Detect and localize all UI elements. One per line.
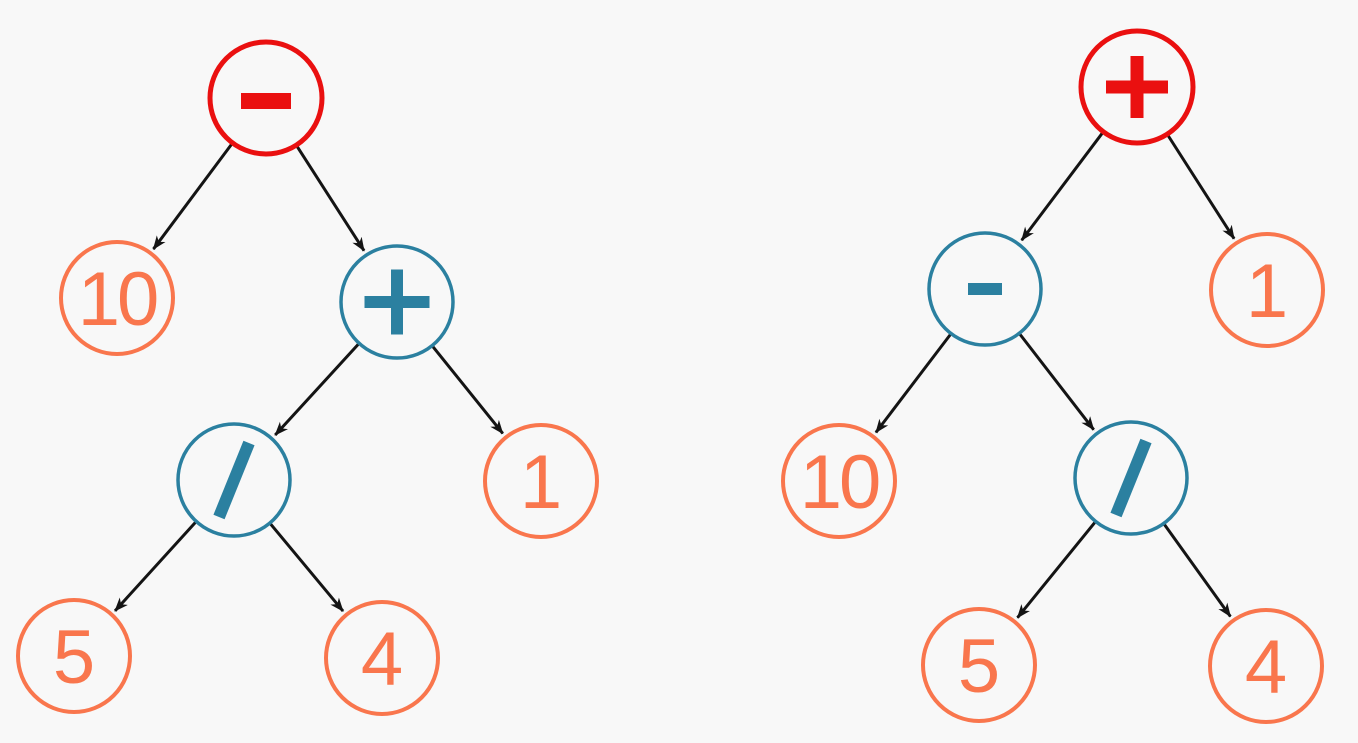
operand-label: 4 (1245, 625, 1287, 710)
plus-symbol-icon (364, 269, 430, 335)
tree-edge-op-minus-op-divide (1018, 333, 1095, 431)
tree-edge-op-divide-leaf-4 (1163, 523, 1232, 618)
tree-edge-op-plus-leaf-1 (431, 345, 504, 435)
tree-node-leaf-10: 10 (59, 240, 175, 356)
tree-edge-op-minus-leaf-10 (874, 333, 952, 434)
tree-edge-root-minus-op-plus (295, 145, 366, 252)
left-expression-tree: 10 1 5 4 (16, 39, 599, 716)
tree-node-leaf-10: 10 (781, 423, 897, 539)
node-circle-leaf-5 (921, 607, 1037, 723)
tree-node-root-plus (1078, 28, 1196, 146)
tree-node-op-plus (339, 244, 455, 360)
tree-edge-op-divide-leaf-5 (113, 521, 197, 612)
plus-symbol-icon (1106, 56, 1168, 118)
tree-node-leaf-1: 1 (483, 423, 599, 539)
operand-label: 10 (78, 257, 157, 342)
tree-node-op-divide (1073, 420, 1189, 536)
node-circle-leaf-4 (1208, 608, 1324, 724)
tree-node-root-minus (207, 39, 325, 157)
node-circle-leaf-1 (483, 423, 599, 539)
node-circle-leaf-10 (781, 423, 897, 539)
tree-node-op-minus (927, 231, 1043, 347)
tree-edge-root-plus-leaf-1 (1166, 134, 1236, 240)
node-circle-leaf-10 (59, 240, 175, 356)
tree-edge-root-plus-op-minus (1020, 131, 1104, 242)
node-circle-leaf-4 (324, 600, 440, 716)
minus-symbol-icon (241, 93, 291, 109)
tree-node-op-divide (176, 422, 292, 538)
tree-edge-op-plus-op-divide (274, 343, 360, 437)
node-circle-leaf-1 (1209, 232, 1325, 348)
tree-node-leaf-5: 5 (921, 607, 1037, 723)
node-circle-leaf-5 (16, 598, 132, 714)
operand-label: 5 (53, 615, 95, 700)
divide-symbol-icon (1110, 438, 1152, 518)
tree-edge-op-divide-leaf-5 (1016, 521, 1097, 619)
divide-symbol-icon (213, 440, 255, 520)
tree-node-leaf-4: 4 (324, 600, 440, 716)
tree-node-leaf-1: 1 (1209, 232, 1325, 348)
tree-edge-op-divide-leaf-4 (269, 522, 345, 613)
operand-label: 1 (1246, 249, 1288, 334)
tree-edge-root-minus-leaf-10 (152, 142, 234, 250)
operand-label: 1 (520, 440, 562, 525)
minus-symbol-icon (968, 283, 1002, 295)
tree-node-leaf-5: 5 (16, 598, 132, 714)
operand-label: 5 (958, 624, 1000, 709)
right-expression-tree: 1 10 5 4 (781, 28, 1325, 724)
operand-label: 4 (361, 617, 403, 702)
tree-node-leaf-4: 4 (1208, 608, 1324, 724)
operand-label: 10 (800, 440, 879, 525)
